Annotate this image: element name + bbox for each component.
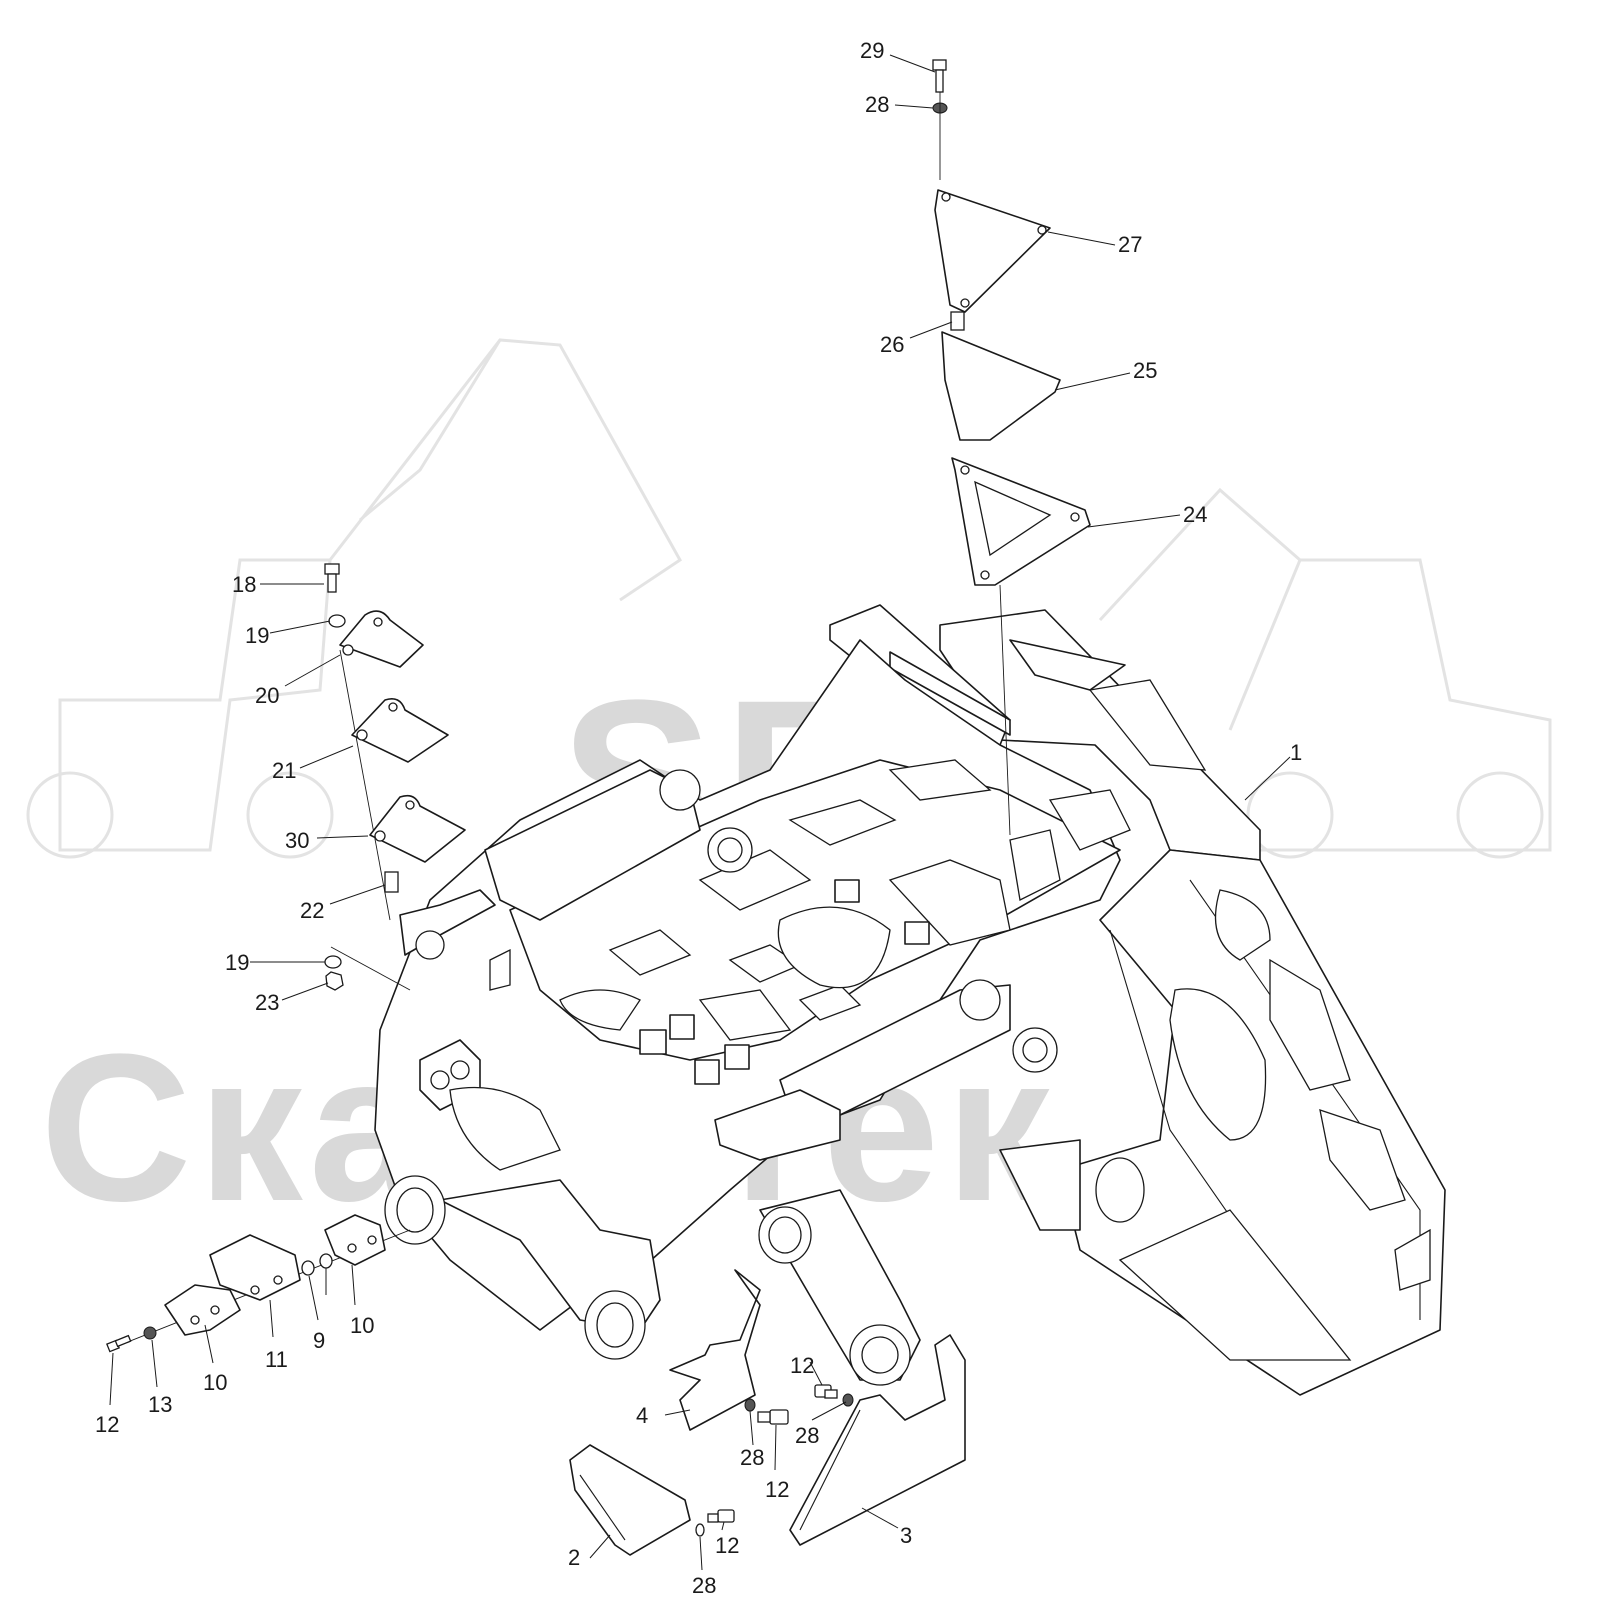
callout-25: 25 <box>1133 358 1157 383</box>
plate-21 <box>351 697 449 763</box>
washer-19-top <box>328 614 346 628</box>
washer-28-lower <box>695 1523 705 1537</box>
watermark-machine-left <box>26 338 682 859</box>
callout-24: 24 <box>1183 502 1207 527</box>
callout-12-upper: 12 <box>790 1353 814 1378</box>
deck-block <box>834 879 860 903</box>
callout-2: 2 <box>568 1545 580 1570</box>
callout-19-bottom: 19 <box>225 950 249 975</box>
washer-13 <box>143 1326 157 1340</box>
callout-21: 21 <box>272 758 296 783</box>
callout-19-top: 19 <box>245 623 269 648</box>
callout-12-left: 12 <box>95 1412 119 1437</box>
spacer-22 <box>384 871 399 893</box>
callout-18: 18 <box>232 572 256 597</box>
washer-28-mid <box>744 1398 756 1412</box>
bolt-29 <box>932 59 947 93</box>
nut-23 <box>325 971 344 991</box>
callout-10-left: 10 <box>203 1370 227 1395</box>
callout-labels: 29 28 27 26 25 24 1 18 19 20 21 30 22 19… <box>95 38 1302 1598</box>
watermark-machine-right <box>1098 487 1552 859</box>
plate-10-right <box>324 1214 386 1266</box>
callout-10-right: 10 <box>350 1313 374 1338</box>
deck-block <box>904 921 930 945</box>
bottom-guards <box>569 1269 966 1556</box>
callout-23: 23 <box>255 990 279 1015</box>
bolt-12-left <box>106 1334 132 1353</box>
callout-22: 22 <box>300 898 324 923</box>
guard-plate-4 <box>669 1269 761 1431</box>
callout-20: 20 <box>255 683 279 708</box>
callout-28-right: 28 <box>795 1423 819 1448</box>
washer-9b <box>319 1253 333 1269</box>
top-plate-stack <box>932 59 1091 836</box>
washer-19-bottom <box>324 955 342 969</box>
bolt-12-mid <box>757 1409 789 1425</box>
callout-27: 27 <box>1118 232 1142 257</box>
spacer-26 <box>950 311 965 331</box>
callout-9: 9 <box>313 1328 325 1353</box>
left-plate-stack <box>324 563 466 991</box>
washer-9a <box>301 1260 315 1276</box>
deck-block <box>694 1059 720 1085</box>
callout-28-top: 28 <box>865 92 889 117</box>
guard-plate-3 <box>789 1334 966 1546</box>
callout-3: 3 <box>900 1523 912 1548</box>
shim-plate-25 <box>941 331 1061 441</box>
callout-28-lower: 28 <box>692 1573 716 1598</box>
callout-29: 29 <box>860 38 884 63</box>
callout-1: 1 <box>1290 740 1302 765</box>
deck-block <box>639 1029 667 1055</box>
frame-front-crossbracket <box>714 1089 841 1161</box>
washer-28-right <box>842 1393 854 1407</box>
cover-plate-27 <box>934 189 1051 313</box>
plate-10-left <box>164 1284 241 1336</box>
frame-left-arm <box>484 769 701 921</box>
bolt-12-upper <box>814 1384 838 1399</box>
callout-4: 4 <box>636 1403 648 1428</box>
bolt-18 <box>324 563 340 593</box>
main-frame <box>374 604 1446 1396</box>
bolt-12-lower <box>707 1509 735 1523</box>
callout-30: 30 <box>285 828 309 853</box>
callout-11: 11 <box>265 1347 288 1372</box>
frame-lower-right-leg <box>999 1139 1081 1231</box>
deck-block <box>724 1044 750 1070</box>
callout-26: 26 <box>880 332 904 357</box>
callout-28-mid: 28 <box>740 1445 764 1470</box>
callout-12-mid: 12 <box>765 1477 789 1502</box>
callout-13: 13 <box>148 1392 172 1417</box>
leader-lines <box>109 54 1291 1571</box>
plate-30 <box>369 794 466 863</box>
plate-20 <box>339 610 424 668</box>
bottom-left-plate-stack <box>106 1214 411 1353</box>
guard-plate-2 <box>569 1444 691 1556</box>
deck-block <box>669 1014 695 1040</box>
callout-12-lower: 12 <box>715 1533 739 1558</box>
